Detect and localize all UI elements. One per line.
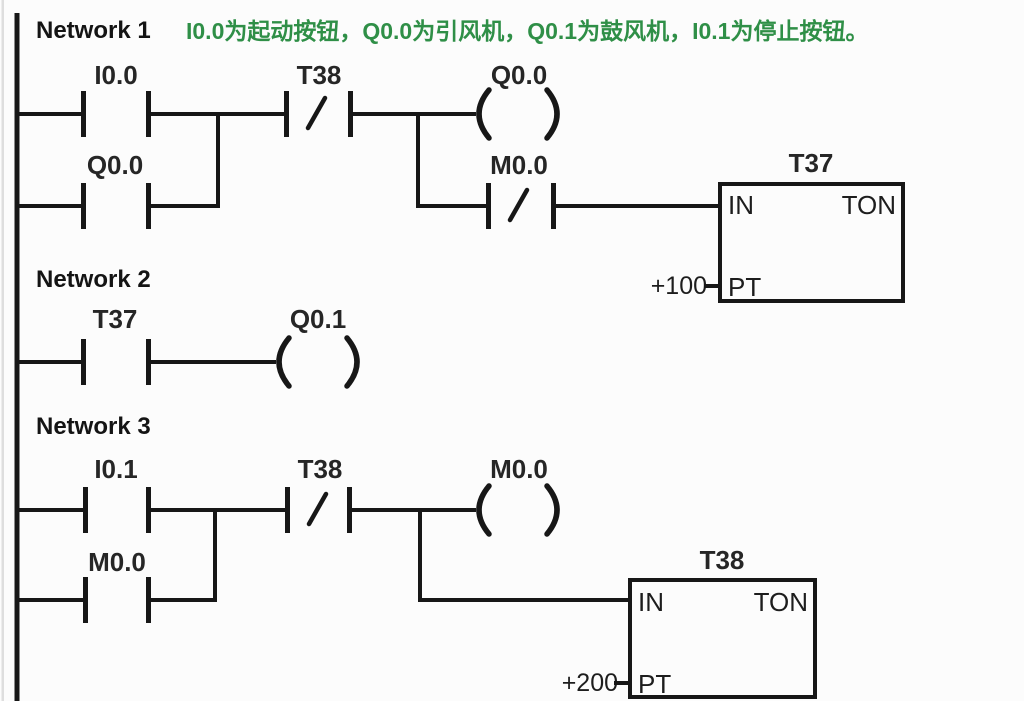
contact-bar — [551, 183, 556, 229]
timer-box-t38 — [628, 578, 817, 699]
timer-preset-value: +100 — [651, 272, 707, 300]
no-contact-label-m00: M0.0 — [88, 547, 146, 577]
nc-slash — [305, 95, 328, 131]
nc-contact-label-t38: T38 — [298, 454, 343, 484]
timer-in-label: IN — [638, 587, 664, 617]
network-3-title: Network 3 — [36, 413, 151, 440]
network-1-comment: I0.0为起动按钮，Q0.0为引风机，Q0.1为鼓风机，I0.1为停止按钮。 — [186, 18, 868, 44]
nc-contact-label-m00: M0.0 — [490, 150, 548, 180]
contact-bar — [348, 91, 353, 137]
power-rail — [14, 13, 20, 701]
network-2-title: Network 2 — [36, 266, 151, 293]
coil-left-paren — [276, 335, 292, 389]
contact-bar — [146, 183, 151, 229]
contact-bar — [146, 487, 151, 533]
coil-label-q01: Q0.1 — [290, 304, 346, 334]
contact-bar — [81, 91, 86, 137]
timer-name-t38: T38 — [700, 545, 745, 575]
coil-right-paren — [344, 335, 360, 389]
coil-left-paren — [476, 87, 492, 141]
timer-in-label: IN — [728, 190, 754, 220]
coil-left-paren — [476, 483, 492, 537]
no-contact-label-q00: Q0.0 — [87, 150, 143, 180]
contact-bar — [347, 487, 352, 533]
timer-type-label: TON — [754, 587, 808, 617]
coil-right-paren — [544, 87, 560, 141]
no-contact-label-i01: I0.1 — [94, 454, 137, 484]
contact-bar — [284, 91, 289, 137]
nc-slash — [306, 491, 329, 527]
contact-bar — [146, 339, 151, 385]
network-3: Network 3 I0.1 T38 M0.0 M0.0 T38 IN TON … — [17, 413, 817, 699]
screenshot-left-border — [1, 0, 4, 701]
timer-pt-label: PT — [728, 272, 761, 302]
coil-right-paren — [544, 483, 560, 537]
coil-label-m00: M0.0 — [490, 454, 548, 484]
no-contact-label-t37: T37 — [93, 304, 138, 334]
no-contact-label-i00: I0.0 — [94, 60, 137, 90]
coil-label-q00: Q0.0 — [491, 60, 547, 90]
contact-bar — [81, 339, 86, 385]
contact-bar — [486, 183, 491, 229]
network-1: I0.0 T38 Q0.0 Q0.0 M0.0 T37 IN TON PT +1… — [17, 60, 905, 303]
nc-contact-label-t38: T38 — [297, 60, 342, 90]
timer-type-label: TON — [842, 190, 896, 220]
timer-preset-value: +200 — [562, 669, 618, 697]
contact-bar — [81, 183, 86, 229]
timer-name-t37: T37 — [789, 148, 834, 178]
contact-bar — [285, 487, 290, 533]
timer-pt-label: PT — [638, 669, 671, 699]
contact-bar — [146, 91, 151, 137]
network-2: Network 2 T37 Q0.1 — [17, 266, 360, 389]
contact-bar — [83, 577, 88, 623]
timer-box-t37 — [718, 182, 905, 303]
contact-bar — [146, 577, 151, 623]
contact-bar — [83, 487, 88, 533]
network-1-title: Network 1 — [36, 17, 151, 44]
nc-slash — [507, 187, 530, 223]
